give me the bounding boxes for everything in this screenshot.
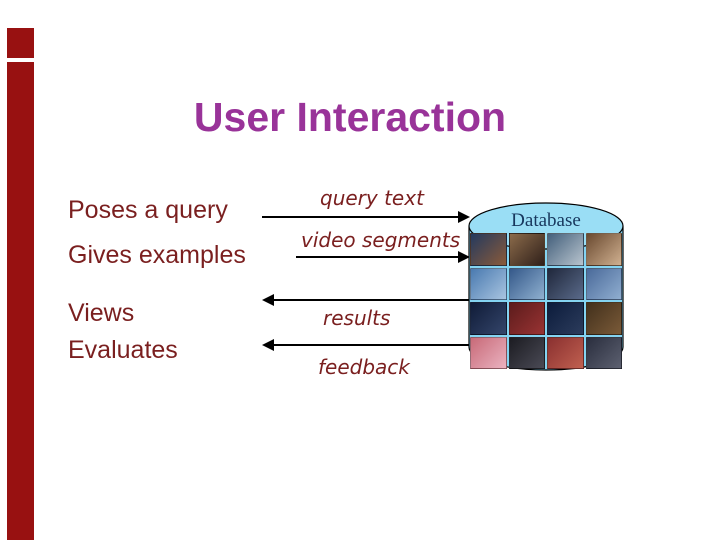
video-thumbnail — [508, 233, 545, 266]
arrow-line — [274, 299, 470, 301]
database-label: Database — [511, 210, 581, 231]
arrowhead-left-icon — [262, 339, 274, 351]
video-thumbnail — [508, 267, 545, 300]
video-thumbnail — [585, 302, 622, 335]
video-thumbnail — [585, 267, 622, 300]
video-thumbnail — [547, 233, 584, 266]
arrowhead-left-icon — [262, 294, 274, 306]
flow-arrow-results — [262, 293, 470, 307]
video-thumbnail — [508, 302, 545, 335]
flow-label-query-text: query text — [320, 186, 424, 210]
video-thumbnail — [470, 267, 507, 300]
video-thumbnail — [547, 336, 584, 369]
arrow-line — [262, 216, 458, 218]
database-thumbnails — [470, 233, 622, 369]
video-thumbnail — [585, 336, 622, 369]
video-thumbnail — [470, 336, 507, 369]
action-gives-examples: Gives examples — [68, 241, 246, 269]
video-thumbnail — [470, 302, 507, 335]
left-accent-bar — [7, 62, 34, 540]
arrowhead-right-icon — [458, 211, 470, 223]
action-poses-a-query: Poses a query — [68, 196, 228, 224]
arrowhead-right-icon — [458, 251, 470, 263]
flow-arrow-query-text — [262, 210, 470, 224]
flow-label-results: results — [323, 306, 391, 330]
action-evaluates: Evaluates — [68, 336, 178, 364]
flow-label-video-segments: video segments — [301, 228, 461, 252]
flow-arrow-feedback — [262, 338, 470, 352]
flow-label-feedback: feedback — [318, 355, 410, 379]
arrow-line — [296, 256, 458, 258]
video-thumbnail — [547, 267, 584, 300]
video-thumbnail — [508, 336, 545, 369]
database-cylinder: Database — [468, 201, 624, 373]
video-thumbnail — [585, 233, 622, 266]
slide-title: User Interaction — [193, 94, 507, 141]
corner-accent-square — [7, 28, 34, 58]
video-thumbnail — [547, 302, 584, 335]
flow-arrow-video-segments — [296, 250, 470, 264]
cylinder-shape-icon — [468, 202, 624, 371]
video-thumbnail — [470, 233, 507, 266]
arrow-line — [274, 344, 470, 346]
action-views: Views — [68, 299, 135, 327]
